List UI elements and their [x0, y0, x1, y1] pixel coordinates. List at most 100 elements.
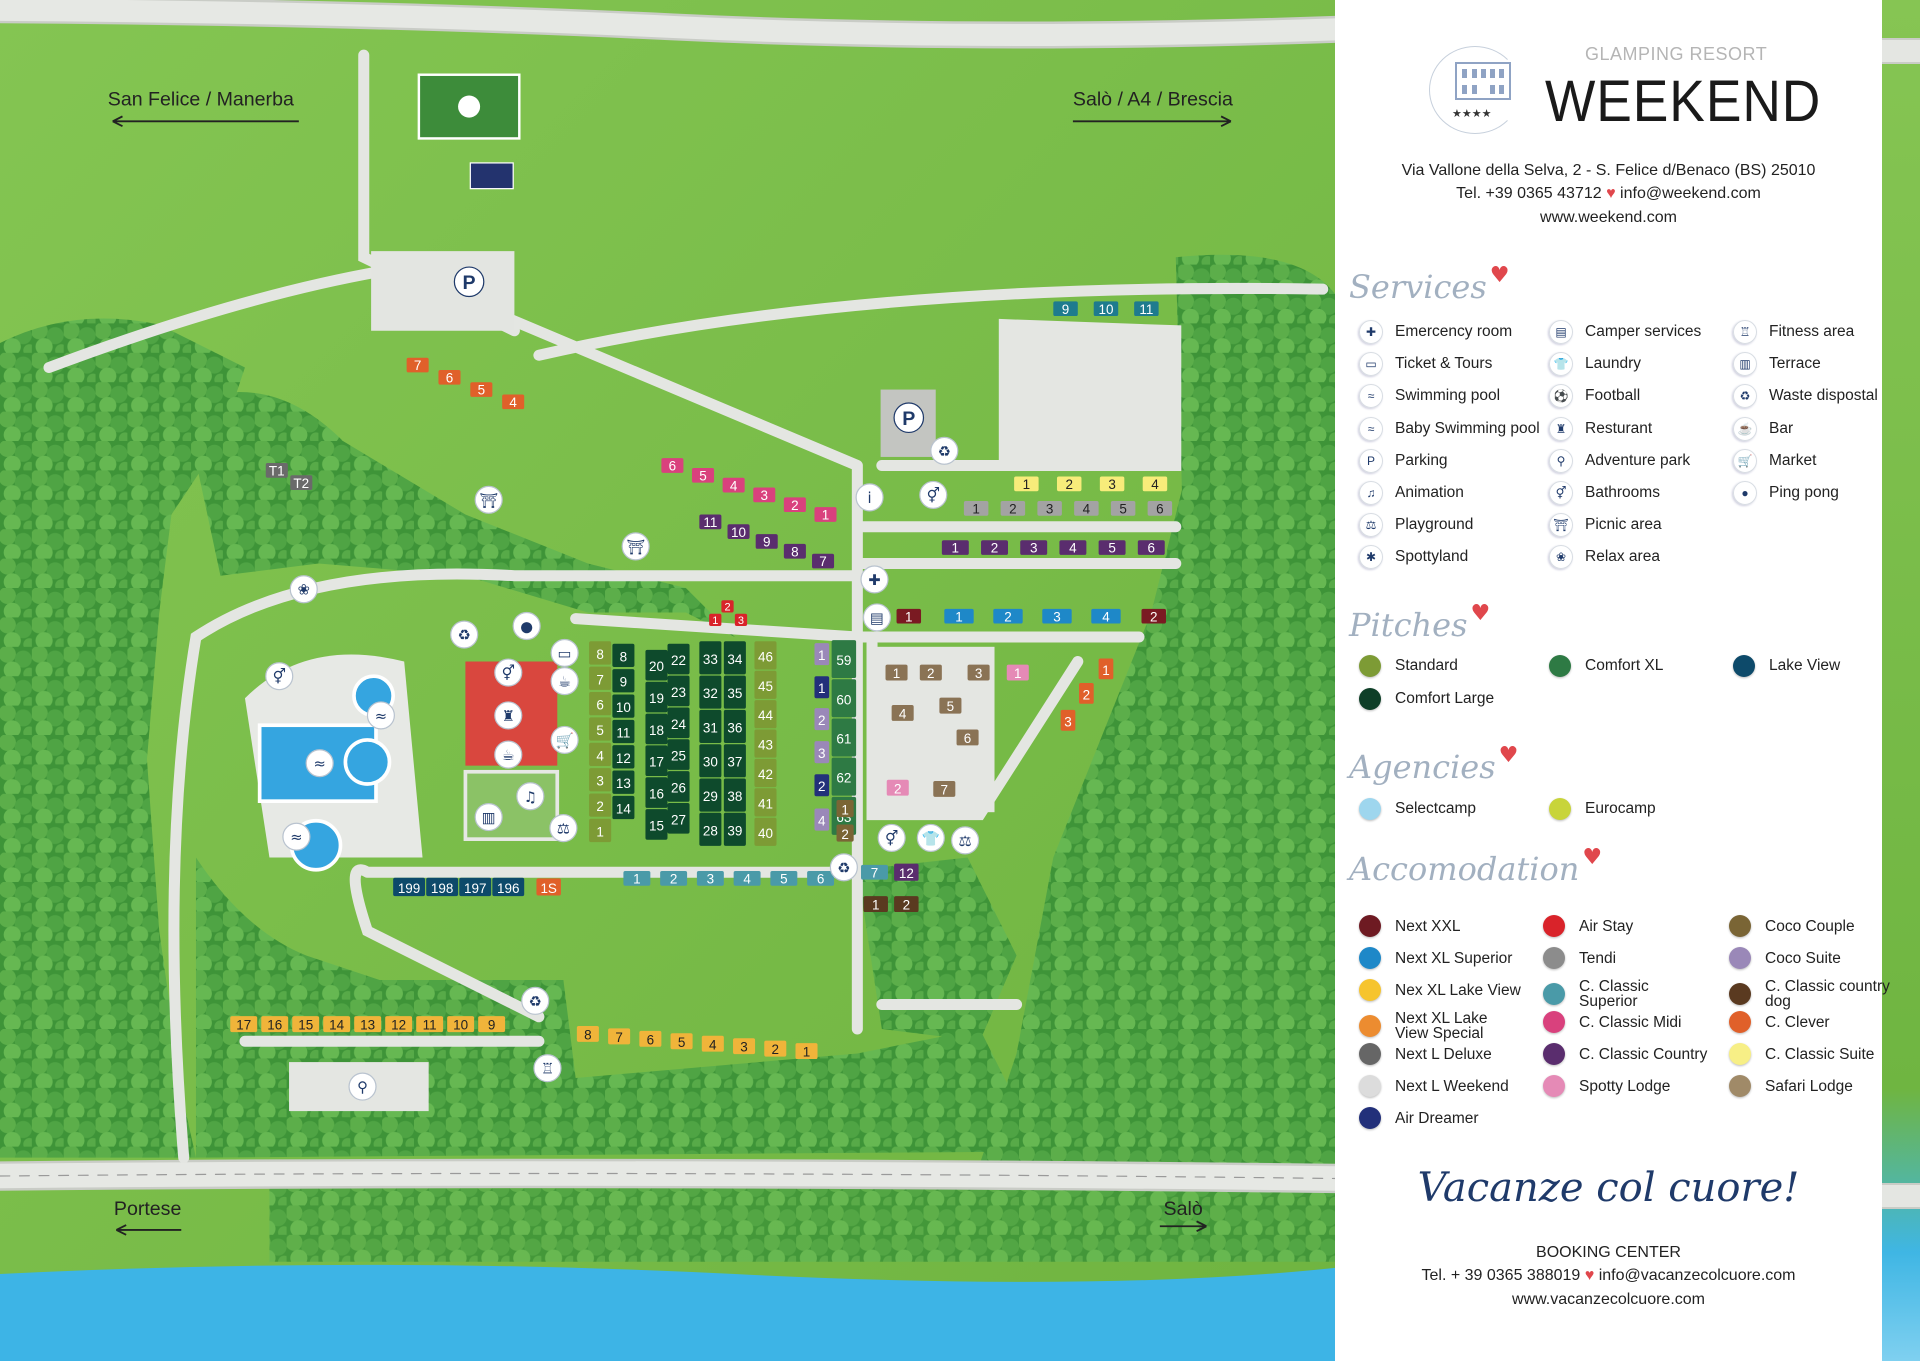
unit-marker[interactable]: 19	[645, 681, 668, 713]
unit-marker[interactable]: 3	[1020, 540, 1048, 556]
unit-marker[interactable]: 6	[956, 729, 979, 747]
restroom-icon[interactable]: ⚥	[877, 823, 906, 853]
restroom-icon[interactable]: ⚥	[494, 658, 523, 687]
unit-marker[interactable]: 5	[1110, 501, 1136, 517]
unit-marker[interactable]: 2	[660, 870, 688, 886]
unit-marker[interactable]: 11	[699, 514, 722, 530]
unit-marker[interactable]: 196	[492, 877, 525, 897]
unit-marker[interactable]: 1	[941, 540, 969, 556]
unit-marker[interactable]: 18	[645, 713, 668, 745]
unit-marker[interactable]: 2	[814, 708, 830, 731]
unit-marker[interactable]: 8	[576, 1025, 599, 1043]
unit-marker[interactable]: 2	[919, 664, 942, 682]
recycle-bin-icon[interactable]: ♻	[521, 986, 550, 1015]
unit-marker[interactable]: 4	[1142, 476, 1168, 492]
unit-marker[interactable]: 31	[699, 709, 722, 743]
unit-marker[interactable]: 45	[754, 670, 777, 699]
ping-pong-icon[interactable]: ●	[512, 611, 541, 641]
booking-email-link[interactable]: info@vacanzecolcuore.com	[1598, 1267, 1796, 1284]
unit-marker[interactable]: 197	[459, 877, 492, 897]
unit-marker[interactable]: 27	[667, 803, 690, 834]
bar-icon[interactable]: ☕	[494, 740, 523, 769]
camper-icon[interactable]: ▤	[862, 603, 892, 632]
unit-marker[interactable]: 2	[886, 779, 909, 797]
unit-marker[interactable]: 15	[292, 1016, 320, 1033]
unit-marker[interactable]: 1	[623, 870, 651, 886]
unit-marker[interactable]: T2	[290, 475, 313, 491]
shirt-icon[interactable]: 👕	[916, 823, 945, 853]
unit-marker[interactable]: 5	[1098, 540, 1126, 556]
unit-marker[interactable]: 2	[981, 540, 1008, 556]
unit-marker[interactable]: 6	[589, 692, 612, 716]
unit-marker[interactable]: 4	[733, 870, 761, 886]
unit-marker[interactable]: 1	[1014, 476, 1039, 492]
unit-marker[interactable]: 4	[891, 705, 914, 722]
unit-marker[interactable]: 28	[699, 812, 722, 846]
unit-marker[interactable]: 3	[696, 870, 724, 886]
parking-icon[interactable]	[893, 402, 925, 434]
unit-marker[interactable]: 6	[1147, 501, 1173, 517]
unit-marker[interactable]: 1	[944, 608, 974, 624]
unit-marker[interactable]: 6	[807, 870, 835, 886]
cart-icon[interactable]: 🛒	[550, 725, 579, 755]
unit-marker[interactable]: T1	[265, 463, 288, 479]
unit-marker[interactable]: 35	[723, 675, 746, 709]
unit-marker[interactable]: 34	[723, 641, 746, 675]
unit-marker[interactable]: 3	[734, 613, 748, 627]
unit-marker[interactable]: 1	[1098, 658, 1114, 680]
terrace-icon[interactable]: ▥	[474, 803, 503, 832]
unit-marker[interactable]: 7	[406, 357, 429, 373]
email-link[interactable]: info@weekend.com	[1620, 185, 1761, 202]
website-link[interactable]: www.weekend.com	[1540, 209, 1677, 226]
baby-swimmer-icon[interactable]: ≈	[282, 822, 311, 851]
unit-marker[interactable]: 6	[661, 458, 684, 474]
unit-marker[interactable]: 42	[754, 758, 777, 788]
unit-marker[interactable]: 1	[814, 676, 830, 699]
unit-marker[interactable]: 3	[967, 664, 990, 682]
unit-marker[interactable]: 7	[861, 864, 888, 880]
unit-marker[interactable]: 7	[812, 553, 835, 569]
unit-marker[interactable]: 1	[896, 608, 922, 624]
unit-marker[interactable]: 17	[230, 1016, 258, 1033]
coffee-cup-icon[interactable]: ☕	[550, 667, 579, 696]
unit-marker[interactable]: 23	[667, 675, 690, 707]
unit-marker[interactable]: 11	[1134, 301, 1159, 317]
unit-marker[interactable]: 10	[447, 1016, 475, 1033]
unit-marker[interactable]: 6	[639, 1030, 662, 1048]
unit-marker[interactable]: 12	[612, 745, 635, 769]
unit-marker[interactable]: 62	[831, 757, 857, 796]
unit-marker[interactable]: 17	[645, 745, 668, 777]
unit-marker[interactable]: 2	[894, 896, 919, 913]
unit-marker[interactable]: 30	[699, 744, 722, 778]
unit-marker[interactable]: 3	[733, 1038, 756, 1055]
campsite-map[interactable]: San Felice / Manerba Salò / A4 / Brescia…	[0, 0, 1335, 1361]
unit-marker[interactable]: 59	[831, 640, 857, 679]
unit-marker[interactable]: 1	[589, 818, 612, 843]
unit-marker[interactable]: 3	[1060, 709, 1076, 731]
restroom-icon[interactable]: ⚥	[919, 480, 948, 509]
swimmer-icon[interactable]: ≈	[366, 701, 395, 730]
unit-marker[interactable]: 10	[612, 694, 635, 718]
unit-marker[interactable]: 4	[1091, 608, 1121, 624]
unit-marker[interactable]: 7	[589, 666, 612, 690]
unit-marker[interactable]: 36	[723, 709, 746, 743]
unit-marker[interactable]: 26	[667, 771, 690, 802]
unit-marker[interactable]: 1	[885, 664, 908, 682]
unit-marker[interactable]: 25	[667, 739, 690, 770]
unit-marker[interactable]: 32	[699, 675, 722, 709]
unit-marker[interactable]: 43	[754, 729, 777, 758]
unit-marker[interactable]: 12	[894, 863, 919, 882]
unit-marker[interactable]: 6	[438, 369, 461, 385]
unit-marker[interactable]: 9	[478, 1016, 506, 1033]
first-aid-icon[interactable]: ✚	[860, 565, 889, 594]
unit-marker[interactable]: 7	[608, 1028, 631, 1045]
unit-marker[interactable]: 2	[764, 1040, 787, 1058]
unit-marker[interactable]: 2	[1000, 501, 1026, 517]
unit-marker[interactable]: 3	[753, 487, 776, 503]
unit-marker[interactable]: 37	[723, 744, 746, 778]
unit-marker[interactable]: 198	[426, 877, 459, 897]
unit-marker[interactable]: 1	[709, 613, 722, 627]
unit-marker[interactable]: 14	[612, 795, 635, 820]
unit-marker[interactable]: 41	[754, 788, 777, 817]
picnic-table-icon[interactable]: ⛩	[621, 532, 650, 561]
